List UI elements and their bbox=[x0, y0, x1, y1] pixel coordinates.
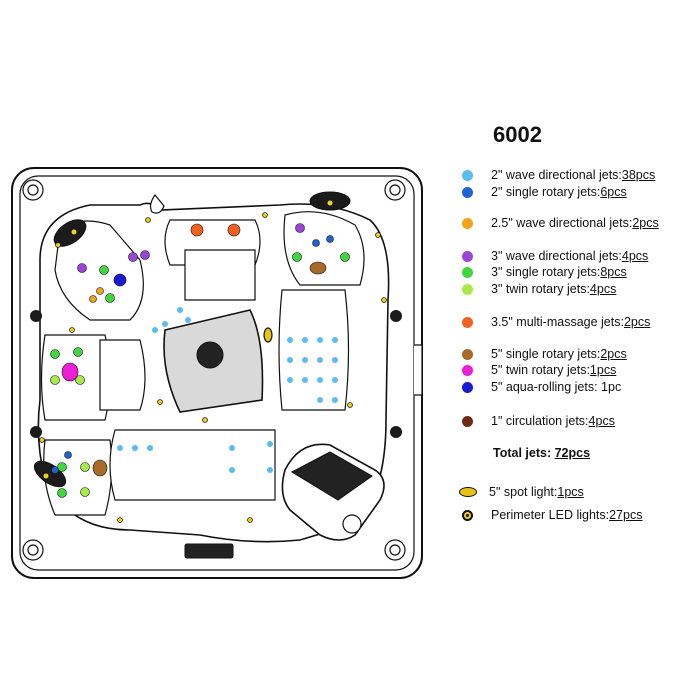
jet-2in-single-color-icon bbox=[462, 186, 473, 198]
total-value: 72pcs bbox=[554, 446, 591, 460]
jet-2in-wave-color-icon bbox=[462, 169, 473, 181]
legend-row-jet-3in-wave: 3" wave directional jets: 4pcs bbox=[462, 248, 648, 264]
wave-jets-small bbox=[117, 307, 338, 473]
legend-label: 2" wave directional jets: bbox=[491, 168, 622, 182]
legend-row-jet-5in-aqua: 5" aqua-rolling jets: 1pc bbox=[462, 379, 621, 395]
legend-row-jet-3in-single: 3" single rotary jets: 8pcs bbox=[462, 264, 627, 280]
legend-value: 1pcs bbox=[557, 485, 584, 499]
legend-label: 5" aqua-rolling jets: 1pc bbox=[491, 380, 622, 394]
legend-row-jet-1in-circ: 1" circulation jets: 4pcs bbox=[462, 413, 615, 429]
legend-row-jet-2-5in-wave: 2.5" wave directional jets: 2pcs bbox=[462, 215, 659, 231]
drain-slot bbox=[184, 543, 234, 559]
filter-skimmer bbox=[281, 443, 385, 541]
spot-light-marker bbox=[263, 327, 273, 343]
legend-value: 2pcs bbox=[632, 216, 659, 230]
corner-fixture bbox=[22, 179, 406, 561]
spot-light-icon bbox=[459, 487, 477, 497]
hot-tub-diagram bbox=[11, 167, 423, 579]
lounger-logo bbox=[196, 341, 224, 369]
legend-value: 2pcs bbox=[623, 315, 651, 329]
legend-value: 2pcs bbox=[600, 347, 627, 361]
jet-3in-twin-color-icon bbox=[462, 283, 473, 295]
legend-row-jet-2in-single: 2" single rotary jets: 6pcs bbox=[462, 184, 627, 200]
legend-value: 4pcs bbox=[589, 282, 617, 296]
perimeter-led-marks bbox=[39, 212, 387, 523]
legend-value: 4pcs bbox=[588, 414, 615, 428]
legend-label: Perimeter LED lights: bbox=[491, 508, 610, 522]
jet-3in-wave-color-icon bbox=[462, 250, 473, 262]
legend-value: 1pcs bbox=[589, 363, 617, 377]
side-features bbox=[30, 310, 402, 438]
legend-value: 8pcs bbox=[600, 265, 627, 279]
legend-value: 38pcs bbox=[621, 168, 656, 182]
top-skimmer-intake bbox=[149, 194, 165, 214]
side-notch bbox=[414, 344, 423, 396]
legend-row-jet-3in-twin: 3" twin rotary jets: 4pcs bbox=[462, 281, 616, 297]
legend-row-perimeter-led: Perimeter LED lights: 27pcs bbox=[462, 507, 642, 523]
legend-label: 5" spot light: bbox=[489, 485, 558, 499]
legend-label: 5" single rotary jets: bbox=[491, 347, 601, 361]
jets bbox=[50, 223, 350, 498]
jet-5in-aqua-color-icon bbox=[462, 381, 473, 393]
headrest-highlights bbox=[43, 200, 333, 479]
jet-5in-single-color-icon bbox=[462, 348, 473, 360]
legend-label: 3" single rotary jets: bbox=[491, 265, 601, 279]
legend-row-jet-2in-wave: 2" wave directional jets: 38pcs bbox=[462, 167, 655, 183]
jet-5in-twin-color-icon bbox=[462, 364, 473, 376]
legend-label: 5" twin rotary jets: bbox=[491, 363, 590, 377]
legend-value: 4pcs bbox=[621, 249, 649, 263]
total-jets: Total jets: 72pcs bbox=[493, 446, 590, 460]
legend-row-jet-5in-single: 5" single rotary jets: 2pcs bbox=[462, 346, 627, 362]
legend-row-jet-5in-twin: 5" twin rotary jets: 1pcs bbox=[462, 362, 616, 378]
jet-2-5in-wave-color-icon bbox=[462, 217, 473, 229]
legend-label: 3" wave directional jets: bbox=[491, 249, 622, 263]
model-number: 6002 bbox=[493, 122, 542, 147]
led-light-icon bbox=[462, 509, 473, 521]
jet-1in-circ-color-icon bbox=[462, 415, 473, 427]
legend-label: 2" single rotary jets: bbox=[491, 185, 601, 199]
total-label: Total jets: bbox=[493, 446, 555, 460]
legend-row-jet-3-5in-multi: 3.5" multi-massage jets:2pcs bbox=[462, 314, 650, 330]
legend-label: 1" circulation jets: bbox=[491, 414, 589, 428]
legend-value: 6pcs bbox=[600, 185, 627, 199]
legend-label: 3.5" multi-massage jets: bbox=[491, 315, 624, 329]
legend-value: 27pcs bbox=[609, 508, 643, 522]
legend-label: 3" twin rotary jets: bbox=[491, 282, 590, 296]
legend-label: 2.5" wave directional jets: bbox=[491, 216, 633, 230]
legend-row-spot-light: 5" spot light: 1pcs bbox=[459, 484, 584, 500]
jet-3-5in-multi-color-icon bbox=[462, 316, 473, 328]
jet-3in-single-color-icon bbox=[462, 266, 473, 278]
